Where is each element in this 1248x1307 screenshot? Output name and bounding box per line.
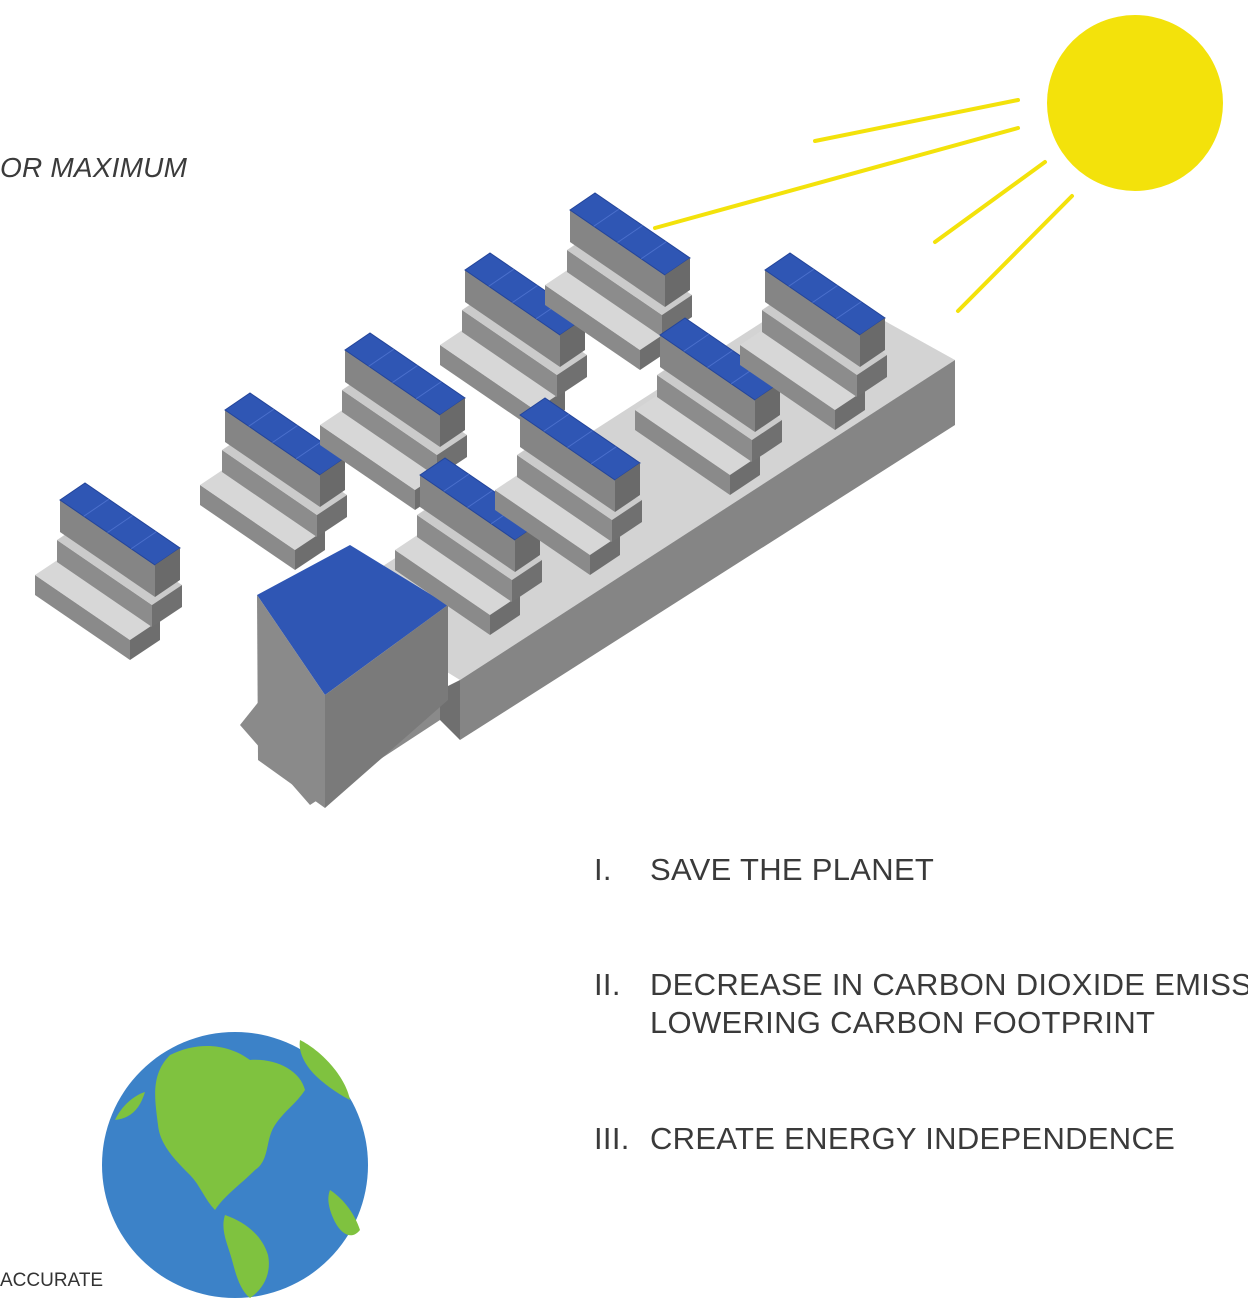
top-caption: OR MAXIMUM — [0, 152, 188, 183]
goal-number: II. — [594, 967, 621, 1002]
earth-icon — [102, 1032, 368, 1298]
solar-block — [495, 397, 642, 575]
goal-number: III. — [594, 1121, 630, 1156]
solar-block — [395, 457, 542, 635]
sun-ray — [653, 126, 1020, 230]
goal-number: I. — [594, 852, 612, 887]
bottom-caption: ACCURATE — [0, 1270, 104, 1291]
goal-item: I. SAVE THE PLANET — [594, 851, 934, 889]
solar-block — [200, 392, 347, 570]
goal-item: II. DECREASE IN CARBON DIOXIDE EMISS LOW… — [594, 966, 1248, 1042]
goal-text: LOWERING CARBON FOOTPRINT — [650, 1005, 1156, 1040]
goals-list: I. SAVE THE PLANET II. DECREASE IN CARBO… — [594, 0, 1248, 1307]
goal-text: CREATE ENERGY INDEPENDENCE — [650, 1121, 1176, 1156]
sun-icon — [1047, 15, 1223, 191]
goal-text: DECREASE IN CARBON DIOXIDE EMISS — [650, 967, 1248, 1002]
sun-rays — [653, 98, 1074, 313]
solar-block — [35, 482, 182, 660]
corner-block — [257, 545, 448, 808]
sun-ray — [933, 160, 1047, 244]
solar-block — [440, 252, 587, 430]
goal-item: III. CREATE ENERGY INDEPENDENCE — [594, 1120, 1175, 1158]
solar-block — [740, 252, 887, 430]
solar-block — [320, 332, 467, 510]
goal-text: SAVE THE PLANET — [650, 852, 935, 887]
sun-ray — [956, 194, 1074, 313]
solar-blocks — [35, 192, 887, 660]
solar-block — [635, 317, 782, 495]
sun-ray — [813, 98, 1020, 143]
solar-block — [545, 192, 692, 370]
